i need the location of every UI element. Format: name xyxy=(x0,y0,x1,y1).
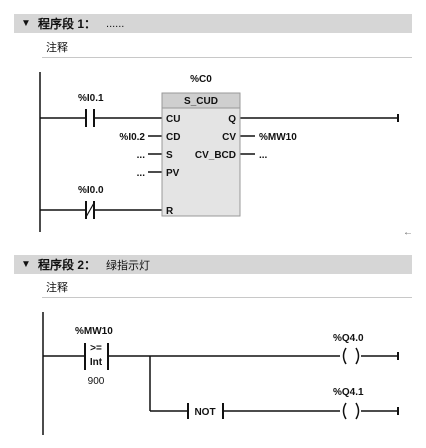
output-cv-bcd-operand[interactable]: ... xyxy=(259,150,268,161)
block-type-label: S_CUD xyxy=(184,96,218,107)
pin-r: R xyxy=(166,206,174,217)
input-pv-operand[interactable]: ... xyxy=(137,168,146,179)
network-1-name: ...... xyxy=(106,17,125,30)
compare-value[interactable]: 900 xyxy=(88,376,105,387)
pin-pv: PV xyxy=(166,168,180,179)
network-2-header[interactable]: ▼ 程序段 2： 绿指示灯 xyxy=(14,255,412,274)
collapse-triangle-icon[interactable]: ▼ xyxy=(21,18,31,29)
return-arrow-icon: ← xyxy=(403,227,413,238)
pin-cv: CV xyxy=(222,132,236,143)
network-1-header[interactable]: ▼ 程序段 1： ...... xyxy=(14,14,412,33)
network-1-comment[interactable]: 注释 xyxy=(42,38,412,58)
network-2-name: 绿指示灯 xyxy=(106,259,151,272)
collapse-triangle-icon[interactable]: ▼ xyxy=(21,259,31,270)
pin-cd: CD xyxy=(166,132,180,143)
s-cud-block-header xyxy=(161,92,241,109)
network-1-title: 程序段 1： xyxy=(38,17,97,31)
input-cd-operand[interactable]: %I0.2 xyxy=(119,132,145,143)
compare-operand[interactable]: %MW10 xyxy=(75,326,113,337)
counter-instance-label[interactable]: %C0 xyxy=(190,74,212,85)
pin-cv-bcd: CV_BCD xyxy=(195,150,236,161)
coil-2-operand[interactable]: %Q4.1 xyxy=(333,387,364,398)
not-contact-label[interactable]: NOT xyxy=(194,407,215,418)
pin-cu: CU xyxy=(166,114,180,125)
network-2-comment[interactable]: 注释 xyxy=(42,278,412,298)
output-cv-operand[interactable]: %MW10 xyxy=(259,132,297,143)
contact-r-operand[interactable]: %I0.0 xyxy=(78,185,104,196)
pin-s: S xyxy=(166,150,173,161)
network-1-ladder xyxy=(39,72,399,232)
pin-q: Q xyxy=(228,114,236,125)
coil-1-operand[interactable]: %Q4.0 xyxy=(333,333,364,344)
compare-type: Int xyxy=(90,357,103,368)
network-2-title: 程序段 2： xyxy=(38,258,97,272)
network-2-ladder xyxy=(42,312,399,435)
s-cud-block[interactable] xyxy=(161,92,241,217)
contact-cu-operand[interactable]: %I0.1 xyxy=(78,93,104,104)
input-s-operand[interactable]: ... xyxy=(137,150,146,161)
compare-operator: >= xyxy=(90,343,102,354)
